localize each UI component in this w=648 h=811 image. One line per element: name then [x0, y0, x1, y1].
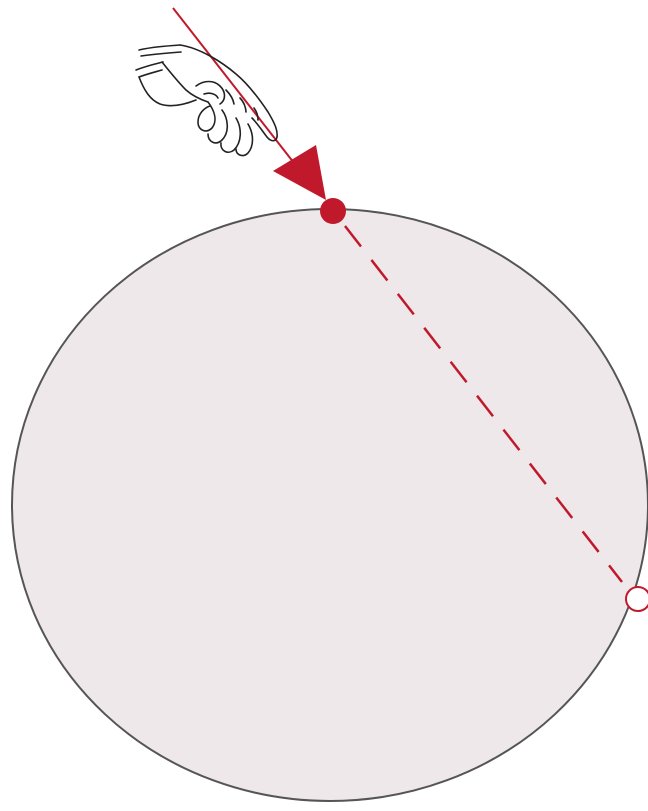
- direction-arrowhead: [273, 145, 326, 200]
- pointing-hand-icon: [136, 45, 277, 156]
- entry-point-filled-dot: [320, 198, 346, 224]
- exit-point-open-dot: [626, 587, 648, 611]
- sphere: [12, 209, 648, 801]
